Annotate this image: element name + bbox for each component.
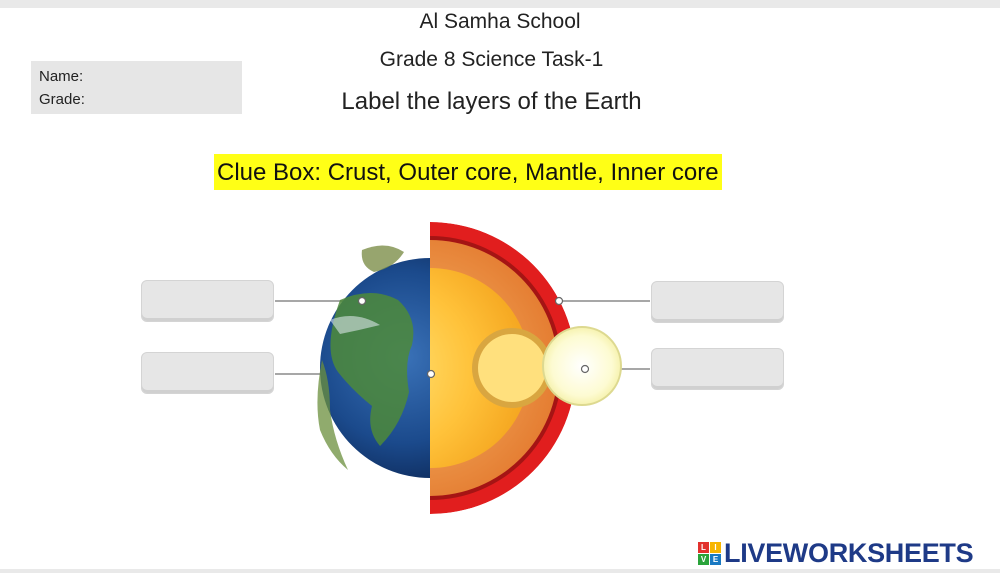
- student-info-box: Name: Grade:: [31, 61, 242, 114]
- outer-core-inner-glow: [478, 334, 546, 402]
- answer-box-right-top[interactable]: [651, 281, 784, 323]
- cutaway-layers: [430, 222, 576, 514]
- answer-box-left-bottom[interactable]: [141, 352, 274, 394]
- logo-mark-letter: L: [698, 541, 709, 553]
- bottom-scroll-strip: [0, 569, 1000, 573]
- pointer-dot-left-top: [357, 296, 367, 306]
- logo-mark-letter: V: [698, 553, 709, 565]
- task-title: Grade 8 Science Task-1: [379, 48, 604, 71]
- instruction-text: Label the layers of the Earth: [341, 88, 642, 115]
- answer-box-left-top[interactable]: [141, 280, 274, 322]
- grade-label: Grade:: [39, 91, 85, 108]
- liveworksheets-logo: L I V E LIVEWORKSHEETS: [698, 537, 974, 569]
- cloud-swirl: [330, 316, 380, 334]
- top-scroll-strip: [0, 0, 1000, 8]
- clue-box: Clue Box: Crust, Outer core, Mantle, Inn…: [214, 154, 722, 190]
- inner-core-layer: [542, 326, 622, 406]
- logo-mark-letter: I: [710, 541, 721, 553]
- answer-box-right-bottom[interactable]: [651, 348, 784, 390]
- logo-text: LIVEWORKSHEETS: [724, 537, 974, 568]
- name-label: Name:: [39, 68, 84, 85]
- liveworksheets-logo-mark-icon: L I V E: [698, 541, 721, 565]
- pointer-dot-left-bottom: [426, 369, 436, 379]
- continent-europe: [361, 245, 404, 272]
- school-name: Al Samha School: [419, 10, 581, 33]
- logo-mark-letter: E: [710, 553, 721, 565]
- pointer-dot-right-bottom: [580, 364, 590, 374]
- mantle-layer: [430, 268, 530, 468]
- pointer-dot-right-top: [554, 296, 564, 306]
- continent-south-america: [317, 360, 348, 470]
